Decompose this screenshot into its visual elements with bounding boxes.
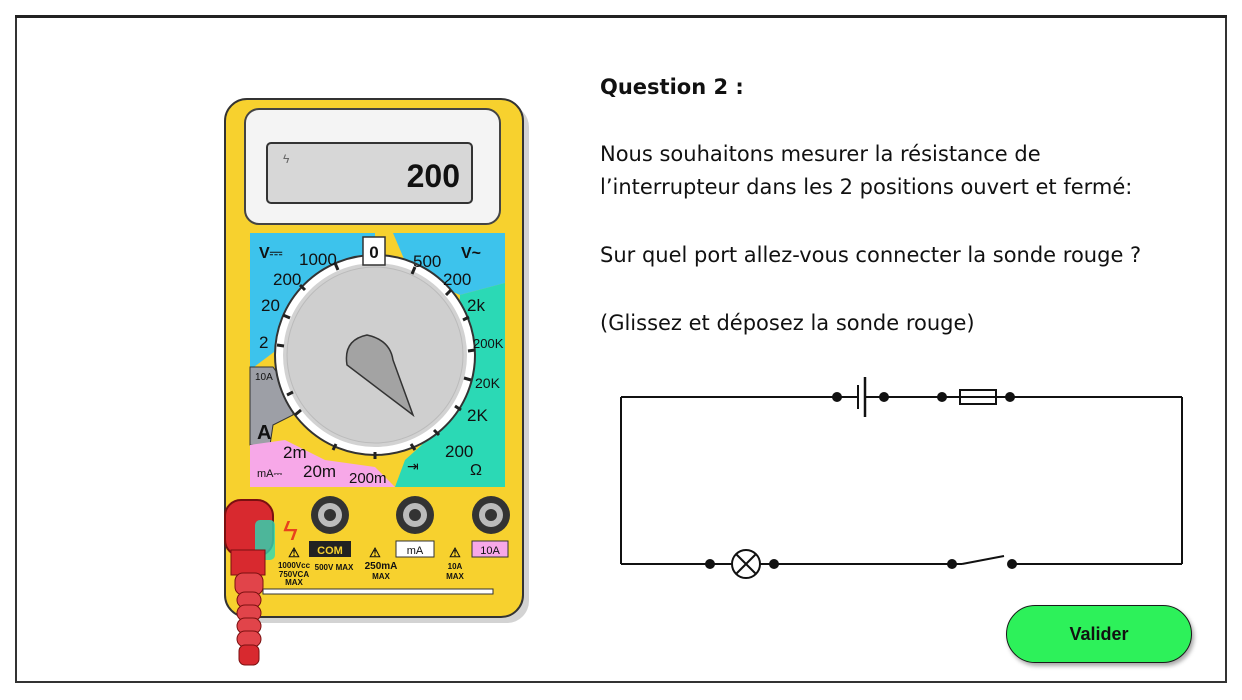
- lightning-icon: ϟ: [283, 515, 298, 546]
- ma-200m-label: 200m: [349, 470, 387, 487]
- display-screen: ϟ 200: [266, 142, 473, 204]
- ohm-200-label: 200: [445, 442, 473, 461]
- warning-current-4b: MAX: [446, 572, 464, 581]
- node-dot: [879, 392, 889, 402]
- port-com[interactable]: COM: [309, 496, 351, 557]
- warning-voltage-1c: MAX: [285, 578, 303, 587]
- circuit-diagram: [620, 377, 1183, 579]
- content-frame: [15, 15, 1227, 683]
- off-position-marker: [362, 236, 386, 266]
- port-com-label: COM: [317, 545, 343, 557]
- question-title: Question 2 :: [600, 75, 744, 99]
- node-dot: [832, 392, 842, 402]
- ma-label: mA⎓: [257, 468, 283, 480]
- vac-label: V~: [461, 245, 481, 262]
- port-ma[interactable]: mA: [395, 496, 435, 558]
- vdc-2-label: 2: [259, 333, 268, 352]
- question-text-line-1: Nous souhaitons mesurer la résistance de: [600, 142, 1041, 166]
- node-dot: [937, 392, 947, 402]
- port-ma-label: mA: [407, 545, 424, 557]
- rotary-dial[interactable]: [274, 254, 476, 459]
- ohm-200k-label: 200K: [473, 336, 504, 351]
- ma-20m-label: 20m: [303, 462, 336, 481]
- question-text-line-2: l’interrupteur dans les 2 positions ouve…: [600, 175, 1133, 199]
- warning-triangle-icon: ⚠: [288, 545, 300, 560]
- ma-2m-label: 2m: [283, 443, 307, 462]
- port-row: ϟ COM mA 10A: [283, 496, 510, 558]
- node-dot: [1005, 392, 1015, 402]
- off-label: 0: [369, 243, 378, 262]
- warning-current-3a: 250mA: [365, 561, 398, 572]
- vdc-1000-label: 1000: [299, 250, 337, 269]
- amp-symbol: A: [257, 422, 271, 444]
- vdc-200-label: 200: [273, 270, 301, 289]
- dial-pointer: [345, 334, 415, 418]
- svg-text:ϟ: ϟ: [283, 152, 290, 166]
- vdc-20-label: 20: [261, 296, 280, 315]
- node-dot: [769, 559, 779, 569]
- vac-200-label: 200: [443, 270, 471, 289]
- warning-current-4a: 10A: [448, 562, 463, 571]
- display-value: 200: [407, 158, 460, 194]
- ohm-2k-label: 2k: [467, 296, 485, 315]
- node-dot: [705, 559, 715, 569]
- multimeter: ϟ 200: [224, 98, 529, 666]
- vac-zone: [393, 233, 505, 295]
- validate-button[interactable]: Valider: [1006, 605, 1192, 663]
- diode-icon: ⇥: [407, 458, 419, 474]
- warning-voltage-1b: 750VCA: [279, 570, 309, 579]
- ohm-symbol: Ω: [470, 462, 482, 479]
- question-instruction: (Glissez et déposez la sonde rouge): [600, 311, 975, 335]
- port-10a[interactable]: 10A: [471, 496, 510, 558]
- amp-10a-label: 10A: [255, 372, 273, 383]
- warning-current-3b: MAX: [372, 572, 390, 581]
- port-10a-label: 10A: [480, 545, 500, 557]
- warning-triangle-icon: ⚠: [369, 545, 381, 560]
- ohm-20k-label: 20K: [475, 375, 501, 391]
- vac-500-label: 500: [413, 252, 441, 271]
- red-probe[interactable]: [224, 499, 275, 666]
- ma-zone: [250, 440, 395, 487]
- warning-voltage-2: 500V MAX: [315, 563, 354, 572]
- ohm-2k-upper-label: 2K: [467, 406, 488, 425]
- vdc-label: V⎓: [259, 245, 283, 262]
- warning-voltage-1a: 1000Vcc: [278, 561, 311, 570]
- node-dot: [1007, 559, 1017, 569]
- question-prompt: Sur quel port allez-vous connecter la so…: [600, 243, 1142, 267]
- ohm-zone: [395, 283, 505, 487]
- node-dot: [947, 559, 957, 569]
- warning-triangle-icon: ⚠: [449, 545, 461, 560]
